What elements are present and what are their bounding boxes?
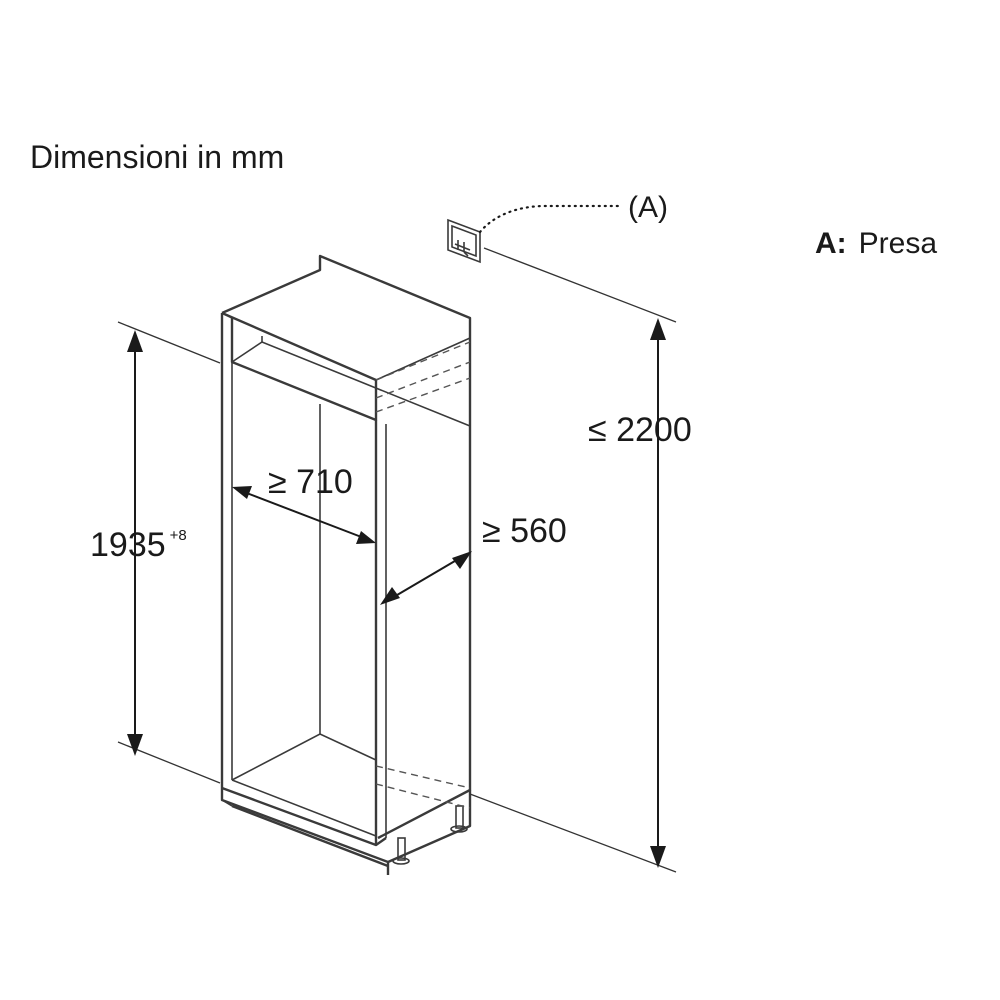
max-height-label: ≤ 2200 <box>588 411 692 449</box>
legend-letter: A: <box>815 227 847 260</box>
height-value: 1935 <box>90 526 166 564</box>
legend-text: Presa <box>859 227 938 260</box>
height-label: 1935 +8 <box>90 526 187 564</box>
height-tolerance: +8 <box>170 527 187 544</box>
cabinet <box>220 254 472 875</box>
width-dimension <box>232 486 376 544</box>
callout-leader <box>478 204 624 234</box>
width-label: ≥ 710 <box>268 463 353 501</box>
socket-icon <box>447 218 481 264</box>
depth-dimension <box>380 551 472 605</box>
depth-label: ≥ 560 <box>482 512 567 550</box>
height-dimension <box>117 321 221 784</box>
diagram-title: Dimensioni in mm <box>30 139 284 175</box>
max-height-dimension <box>469 247 677 873</box>
callout-label: (A) <box>628 191 668 224</box>
legend-entry: A: Presa <box>815 227 937 260</box>
